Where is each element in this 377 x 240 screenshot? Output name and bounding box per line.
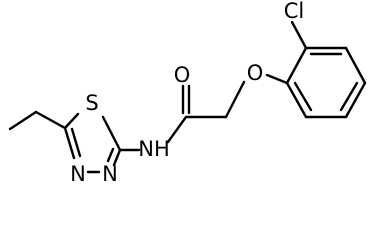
thiadiazole-bond-c5-n4-a <box>63 126 76 160</box>
benzene-bond-5-inner <box>293 81 313 112</box>
ethyl-bond-2 <box>8 110 38 131</box>
chlorine-bond <box>290 20 308 50</box>
benzene-bond-2 <box>344 46 367 85</box>
ethyl-bond-1 <box>34 110 67 130</box>
ether-oxygen-label: O <box>247 61 264 85</box>
thiadiazole-nitrogen-2-label: N <box>102 162 118 186</box>
molecule-canvas: Cl O O NH S N N <box>8 0 367 186</box>
ether-ch2-bond <box>224 80 246 119</box>
amide-nitrogen-label: NH <box>138 137 170 161</box>
thiadiazole-bond-n3-c2-a <box>112 148 122 167</box>
thiadiazole-bond-s-c5 <box>63 112 80 130</box>
thiadiazole-ring <box>63 112 122 174</box>
chlorine-atom-label: Cl <box>284 0 305 23</box>
benzene-ring <box>285 46 367 119</box>
carbonyl-oxygen-label: O <box>174 63 191 87</box>
chemical-structure: Cl O O NH S N N <box>8 0 367 186</box>
benzene-bond-3 <box>344 81 367 119</box>
thiadiazole-bond-n3-c2-b <box>106 147 115 163</box>
thiadiazole-bond-c2-s <box>101 115 122 152</box>
benzene-bond-6 <box>285 46 308 85</box>
carbonyl-nitrogen-bond <box>166 115 188 144</box>
thiadiazole-bond-c5-n4-b <box>70 127 82 158</box>
thiadiazole-nitrogen-1-label: N <box>70 162 86 186</box>
benzene-bond-5 <box>285 81 308 119</box>
thiadiazole-sulfur-label: S <box>85 91 98 115</box>
aryl-ether-bond <box>265 73 289 85</box>
benzene-bond-3-inner <box>339 81 359 112</box>
